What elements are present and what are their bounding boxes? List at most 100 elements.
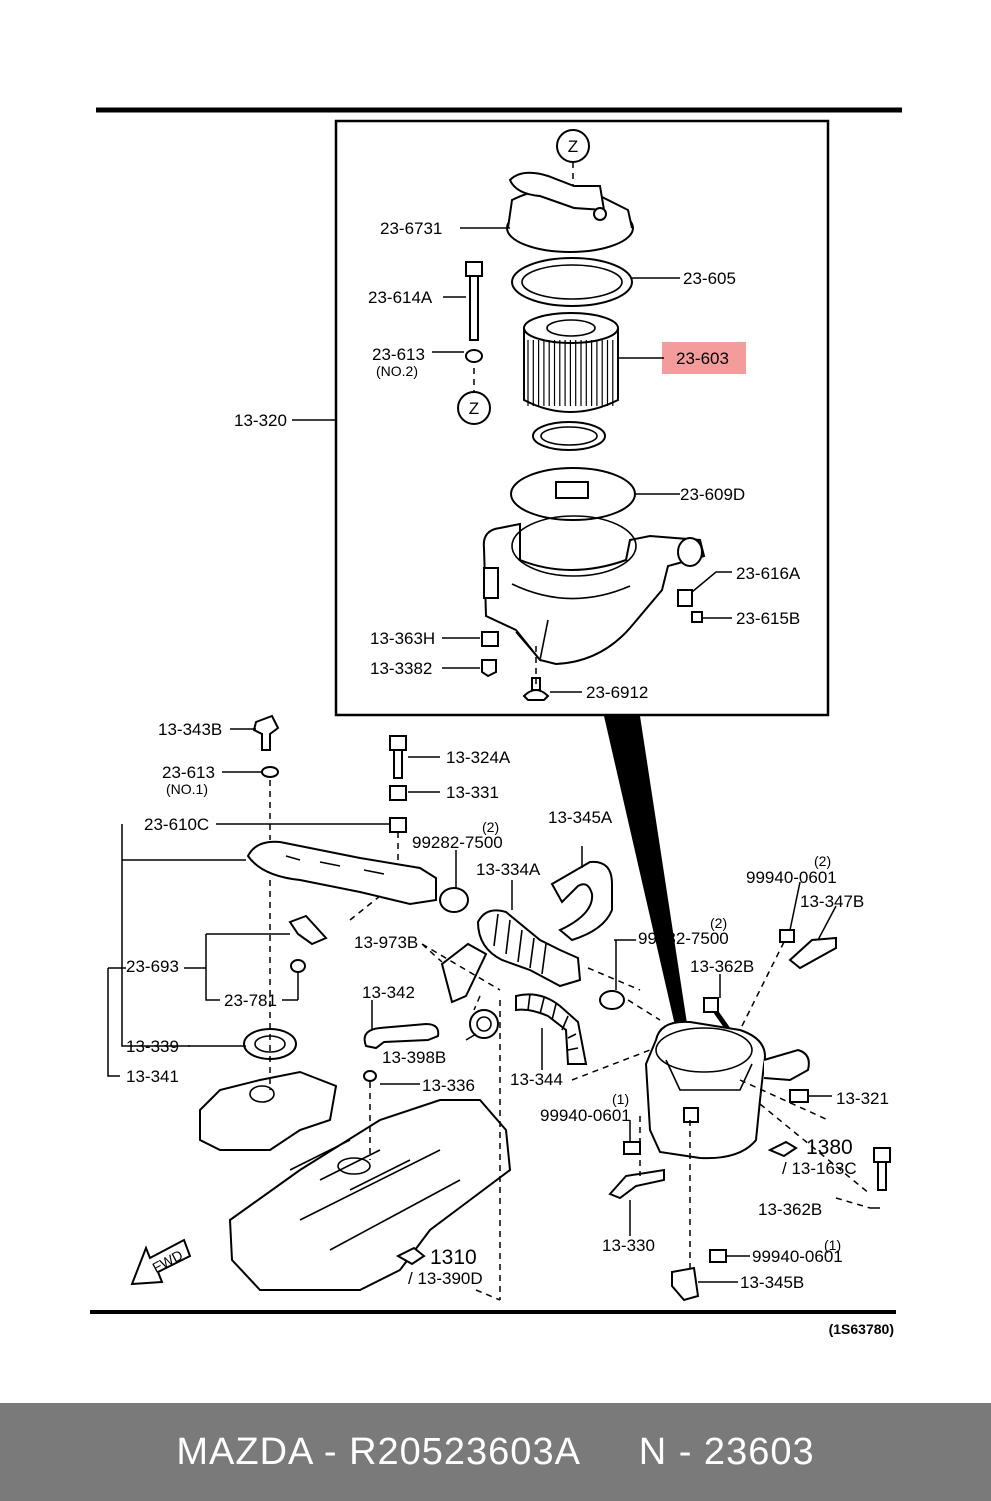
svg-text:Z: Z	[568, 137, 578, 156]
ref-arrow-1380	[767, 1140, 798, 1158]
clip-23-781	[288, 914, 328, 946]
filter-plate	[510, 467, 636, 521]
air-cleaner-cover	[506, 171, 634, 253]
label-q2-a: (2)	[482, 819, 499, 835]
label-99940-b: 99940-0601	[540, 1106, 631, 1125]
part-number-banner: MAZDA - R20523603A N - 23603	[0, 1403, 991, 1501]
air-cleaner-housing	[482, 515, 706, 666]
bracket-23-610c	[246, 840, 437, 906]
wing-bolt-13-343b	[252, 714, 280, 751]
label-q1-a: (1)	[612, 1091, 629, 1107]
ref-arrow-1310	[395, 1246, 426, 1266]
label-13-343b: 13-343B	[158, 720, 222, 739]
bracket-13-345b	[671, 1266, 700, 1302]
label-23-610c: 23-610C	[144, 815, 209, 834]
diagram-code: (1S63780)	[829, 1321, 894, 1337]
label-13-362b-top: 13-362B	[690, 957, 754, 976]
label-23-6912: 23-6912	[586, 683, 648, 702]
label-no2: (NO.2)	[376, 363, 418, 379]
nut-99940-a	[779, 929, 795, 943]
air-cleaner-assembly	[644, 1020, 810, 1160]
label-13-331: 13-331	[446, 783, 499, 802]
label-13-330: 13-330	[602, 1236, 655, 1255]
nut-23-693	[290, 959, 306, 973]
fitting-23-6912	[522, 677, 550, 701]
label-23-609d: 23-609D	[680, 485, 745, 504]
fitting-13-321	[789, 1089, 809, 1103]
label-q1-b: (1)	[824, 1237, 841, 1253]
label-13-336: 13-336	[422, 1076, 475, 1095]
label-23-605: 23-605	[683, 269, 736, 288]
label-1310: 1310	[430, 1246, 477, 1269]
filter-element	[523, 312, 619, 413]
label-13-347b: 13-347B	[800, 892, 864, 911]
label-23-781: 23-781	[224, 991, 277, 1010]
label-13-341: 13-341	[126, 1067, 179, 1086]
label-1380: 1380	[806, 1136, 853, 1159]
hose-13-342	[363, 1022, 440, 1050]
seal-13-339	[243, 1028, 297, 1060]
fitting-23-616a	[677, 589, 693, 607]
bracket-13-330	[608, 1168, 665, 1200]
zoom-marker-bottom: Z	[457, 368, 491, 425]
fitting-13-363h	[481, 631, 499, 647]
label-23-614a: 23-614A	[368, 288, 433, 307]
label-13-363h: 13-363H	[370, 629, 435, 648]
label-q2-c: (2)	[710, 915, 727, 931]
label-13-324a: 13-324A	[446, 748, 511, 767]
label-23-693: 23-693	[126, 957, 179, 976]
highlight-23-603	[662, 342, 746, 374]
label-23-613-top: 23-613	[372, 345, 425, 364]
element-seal-ring	[532, 421, 606, 451]
label-13-320: 13-320	[234, 411, 287, 430]
nut-99940-c	[709, 1249, 727, 1263]
label-13-339: 13-339	[126, 1037, 179, 1056]
fitting-13-3382	[481, 659, 497, 678]
clamp-99282-a	[439, 887, 469, 913]
bolt-13-324a	[389, 735, 407, 779]
intake-hose-13-334a	[476, 909, 582, 988]
label-23-6731: 23-6731	[380, 219, 442, 238]
label-13-163c: / 13-163C	[782, 1159, 857, 1178]
label-99282-b: 99282-7500	[638, 929, 729, 948]
clamp-99282-b	[599, 990, 625, 1010]
label-99940-a: 99940-0601	[746, 868, 837, 887]
nut-13-331	[389, 785, 407, 801]
bolt-13-362b-bot	[873, 1147, 891, 1191]
label-13-3382: 13-3382	[370, 659, 432, 678]
nut-99940-b	[623, 1141, 641, 1155]
svg-text:Z: Z	[469, 399, 479, 418]
cover-gasket	[511, 257, 633, 307]
label-q2-b: (2)	[814, 853, 831, 869]
label-13-390d: / 13-390D	[408, 1269, 483, 1288]
label-13-342: 13-342	[362, 983, 415, 1002]
fwd-arrow-icon: FWD	[130, 1238, 192, 1286]
label-13-973b: 13-973B	[354, 933, 418, 952]
hose-13-344	[515, 993, 588, 1065]
label-13-321: 13-321	[836, 1089, 889, 1108]
banner-gap	[581, 1431, 639, 1474]
washer-23-613-no1	[261, 766, 279, 778]
label-13-334a: 13-334A	[476, 860, 541, 879]
fitting-23-615b	[691, 611, 703, 623]
label-13-362b-bot: 13-362B	[758, 1200, 822, 1219]
hose-13-345a	[550, 860, 613, 942]
zoom-marker-top: Z	[556, 129, 590, 186]
inset-box	[334, 119, 830, 717]
bracket-13-347b	[788, 936, 837, 970]
bolt-23-614a	[465, 261, 483, 341]
engine-block	[199, 1070, 512, 1291]
label-23-615b: 23-615B	[736, 609, 800, 628]
label-23-613-bot: 23-613	[162, 763, 215, 782]
grommet-13-336	[363, 1070, 377, 1082]
brand-part-number: MAZDA - R20523603A	[176, 1430, 581, 1473]
label-23-603: 23-603	[676, 349, 729, 368]
label-13-398b: 13-398B	[382, 1048, 446, 1067]
label-13-344: 13-344	[510, 1070, 563, 1089]
label-13-345a: 13-345A	[548, 808, 613, 827]
washer-23-613-no2	[465, 349, 483, 363]
label-no1: (NO.1)	[166, 781, 208, 797]
reference-number: N - 23603	[638, 1430, 815, 1473]
pad-13-973b	[440, 942, 488, 1004]
grommet-23-610c	[389, 817, 407, 833]
